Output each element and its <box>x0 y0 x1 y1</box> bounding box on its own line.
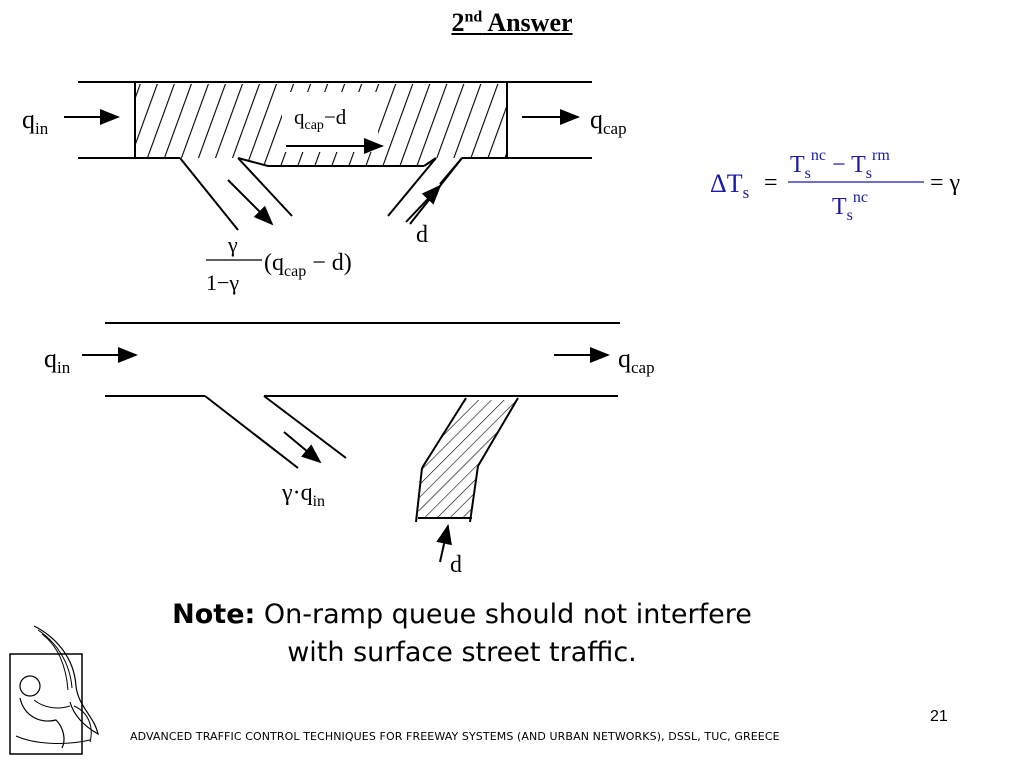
note-label: Note: <box>172 599 256 630</box>
top-freeway <box>64 81 592 231</box>
formula-rhs: = γ <box>930 170 961 196</box>
top-q-in-label: qin <box>22 105 49 138</box>
formula-lhs: ΔTs <box>710 169 749 202</box>
offramp-frac-denominator: 1−γ <box>206 270 239 295</box>
bottom-freeway <box>82 322 620 563</box>
top-onramp-d-label: d <box>416 222 428 248</box>
note-text: Note: On-ramp queue should not interfere… <box>172 599 752 668</box>
page-number: 21 <box>930 708 948 725</box>
offramp-paren-expression: (qcap − d) <box>264 250 352 280</box>
formula-equals: = <box>764 170 778 196</box>
bottom-q-cap-label: qcap <box>618 344 655 377</box>
slide-title: 2nd Answer <box>451 8 573 37</box>
formula-numerator: Tsnc− Tsrm <box>790 147 890 182</box>
offramp-frac-numerator: γ <box>227 232 238 257</box>
bottom-q-in-label: qin <box>44 344 71 377</box>
bottom-offramp-flow-label: γ·qin <box>281 480 325 510</box>
footer-text: ADVANCED TRAFFIC CONTROL TECHNIQUES FOR … <box>130 730 780 743</box>
delta-ts-formula: ΔTs = Tsnc− Tsrm Tsnc = γ <box>710 147 961 224</box>
university-logo <box>9 625 99 755</box>
bottom-onramp-d-label: d <box>450 552 462 578</box>
top-q-cap-label: qcap <box>590 105 627 138</box>
bottom-queue-hatched-area <box>418 400 516 518</box>
top-mid-flow-label: qcap−d <box>294 105 347 133</box>
formula-denominator: Tsnc <box>832 189 868 224</box>
